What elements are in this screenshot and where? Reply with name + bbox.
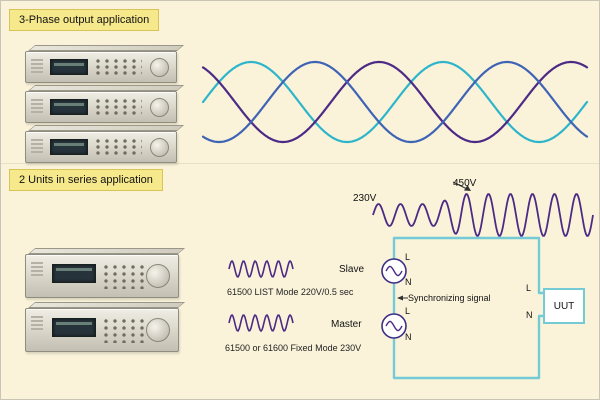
master-source-label: Master: [331, 319, 362, 330]
psu-stack-two-units: [25, 244, 179, 352]
section-title-series: 2 Units in series application: [9, 169, 163, 191]
vent-grille: [31, 316, 43, 331]
slave-terminal-n: N: [405, 277, 412, 287]
keypad: [104, 265, 148, 289]
keypad: [96, 139, 142, 156]
three-phase-waveform-chart: [201, 60, 589, 144]
slave-source-label: Slave: [339, 264, 365, 275]
psu-unit: [25, 254, 179, 298]
section-title-3phase: 3-Phase output application: [9, 9, 160, 31]
synchronizing-signal-label: Synchronizing signal: [408, 293, 491, 303]
slave-mode-caption: 61500 LIST Mode 220V/0.5 sec: [227, 287, 354, 297]
vent-grille: [31, 59, 43, 74]
uut-terminal-n: N: [526, 310, 533, 320]
master-terminal-l: L: [405, 306, 411, 316]
vent-grille: [31, 99, 43, 114]
lcd-display: [50, 139, 88, 155]
keypad: [104, 319, 148, 343]
series-connection-diagram: [228, 181, 594, 380]
rotary-knob: [146, 264, 170, 288]
uut-terminal-l: L: [526, 283, 532, 293]
master-mode-caption: 61500 or 61600 Fixed Mode 230V: [225, 343, 362, 353]
uut-label: UUT: [553, 300, 575, 312]
uut-box: UUT: [543, 288, 585, 324]
section-divider: [1, 163, 599, 164]
lcd-display: [52, 318, 96, 337]
lcd-display: [50, 99, 88, 115]
lcd-display: [50, 59, 88, 75]
psu-unit: [25, 51, 177, 83]
voltage-label-450v: 450V: [453, 178, 477, 189]
keypad: [96, 99, 142, 116]
vent-grille: [31, 262, 43, 277]
master-terminal-n: N: [405, 332, 412, 342]
rotary-knob: [146, 318, 170, 342]
psu-stack-three-units: [25, 43, 177, 163]
psu-unit: [25, 131, 177, 163]
lcd-display: [52, 264, 96, 283]
rotary-knob: [150, 138, 169, 157]
psu-unit: [25, 91, 177, 123]
voltage-label-230v: 230V: [353, 193, 377, 204]
vent-grille: [31, 139, 43, 154]
psu-unit: [25, 308, 179, 352]
keypad: [96, 59, 142, 76]
rotary-knob: [150, 58, 169, 77]
slave-terminal-l: L: [405, 252, 411, 262]
rotary-knob: [150, 98, 169, 117]
